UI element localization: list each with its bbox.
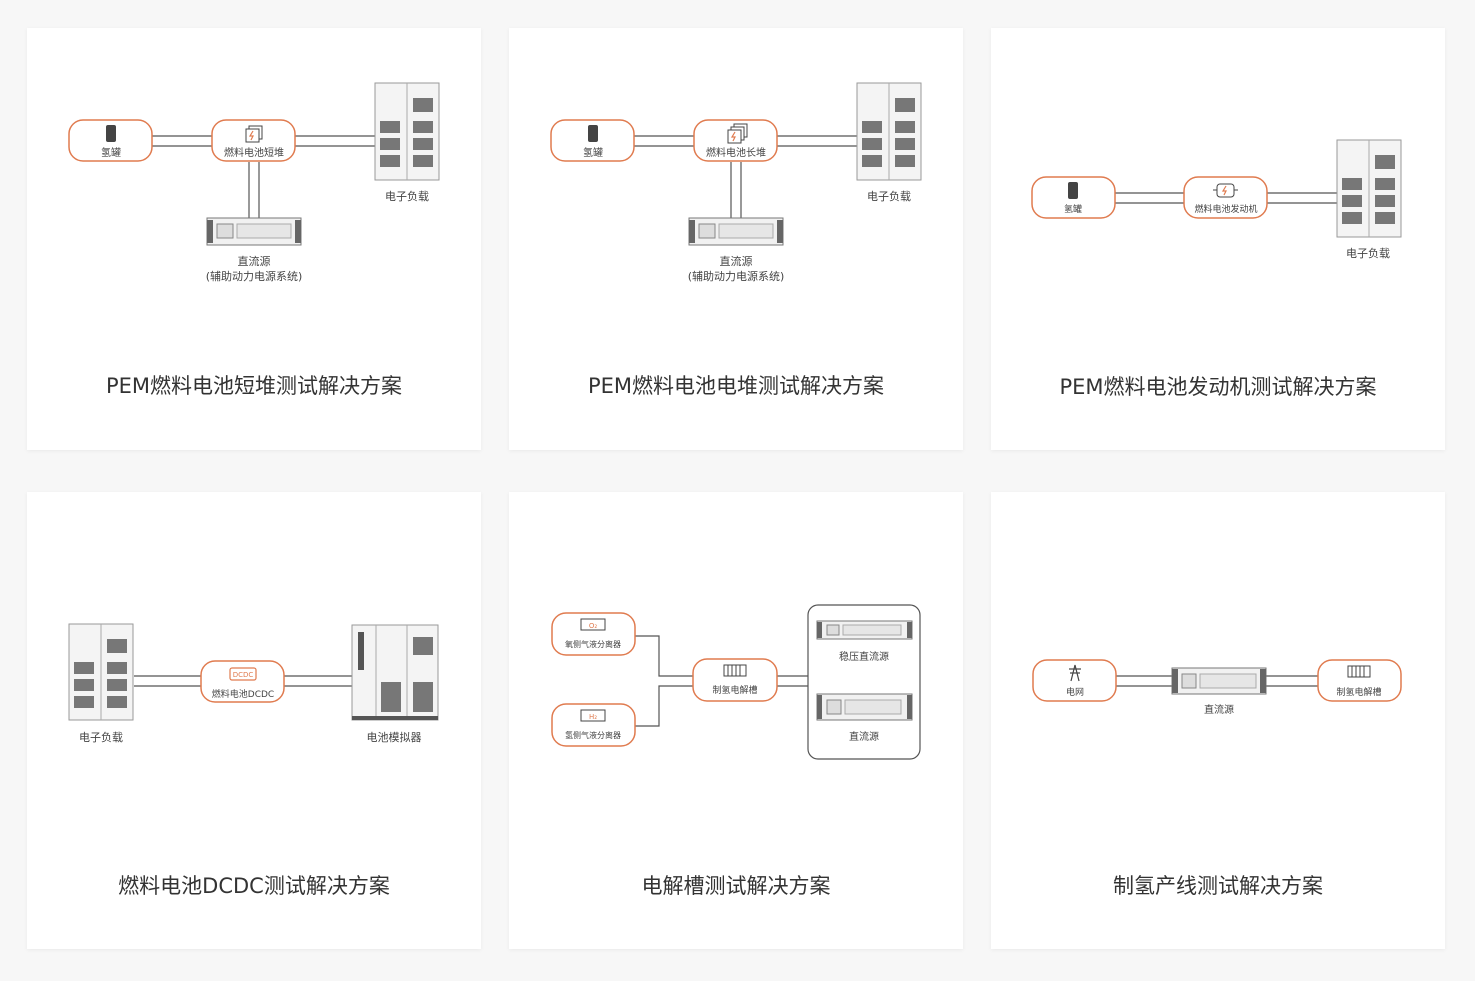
svg-text:氢罐: 氢罐: [583, 146, 603, 159]
separator-icon: [580, 709, 606, 722]
stack-icon: [727, 123, 748, 144]
electronic-load-cabinet: 电子负载: [1336, 139, 1402, 260]
dcdc-icon: [229, 667, 257, 681]
tank-icon: [106, 125, 116, 142]
tank-icon: [588, 125, 598, 142]
svg-text:氢罐: 氢罐: [1064, 203, 1082, 215]
svg-text:O₂: O₂: [589, 622, 598, 630]
electrolyzer-icon: [1347, 665, 1371, 678]
oxygen-separator-node: O₂ 氧侧气液分离器: [551, 612, 636, 656]
solution-card-fc-dcdc[interactable]: 电子负载 DCDC 燃料电池DCDC 电池模拟器 燃料电池DCDC测试解决方案: [27, 492, 481, 949]
svg-text:H₂: H₂: [589, 713, 597, 721]
svg-text:燃料电池DCDC: 燃料电池DCDC: [212, 688, 274, 700]
connection-lines: [1115, 192, 1337, 204]
hydrogen-tank-node: 氢罐: [550, 119, 635, 162]
fuel-cell-engine-node: 燃料电池发动机: [1183, 176, 1268, 219]
fuel-cell-dcdc-node: DCDC 燃料电池DCDC: [200, 660, 285, 703]
diagram-electrolyzer: O₂ 氧侧气液分离器 H₂ 氢侧气液分离器 制氢电解槽 稳压直流源: [551, 604, 921, 760]
connection-lines: [635, 635, 808, 727]
svg-text:燃料电池长堆: 燃料电池长堆: [706, 146, 766, 159]
electrolyzer-icon: [723, 664, 747, 677]
electronic-load-cabinet: 电子负载: [68, 623, 134, 744]
regulated-dc-source-rack: 稳压直流源: [816, 620, 913, 663]
electrolyzer-node: 制氢电解槽: [1317, 659, 1402, 702]
svg-text:(辅助动力电源系统): (辅助动力电源系统): [688, 269, 785, 283]
stack-icon: [245, 125, 263, 143]
connection-lines: [1115, 675, 1318, 687]
diagram-fc-dcdc: 电子负载 DCDC 燃料电池DCDC 电池模拟器: [68, 623, 439, 744]
hydrogen-tank-node: 氢罐: [68, 119, 153, 162]
svg-text:制氢电解槽: 制氢电解槽: [1336, 686, 1381, 698]
connection-lines: [152, 135, 375, 218]
solution-card-hydrogen-line[interactable]: 电网 直流源 制氢电解槽 制氢产线测试解决方案: [991, 492, 1445, 949]
card-title[interactable]: PEM燃料电池发动机测试解决方案: [1059, 375, 1377, 399]
hydrogen-separator-node: H₂ 氢侧气液分离器: [551, 703, 636, 747]
solution-card-pem-engine[interactable]: 氢罐 燃料电池发动机 电子负载 PEM燃料电池发动机测试解决方案: [991, 28, 1445, 450]
dc-source-rack: 直流源 (辅助动力电源系统): [688, 217, 785, 283]
engine-icon: [1213, 183, 1238, 198]
battery-simulator-cabinet: 电池模拟器: [351, 624, 439, 744]
svg-text:直流源: 直流源: [1204, 703, 1234, 716]
fuel-cell-stack-node: 燃料电池短堆: [211, 119, 296, 162]
card-title[interactable]: 制氢产线测试解决方案: [1113, 874, 1323, 898]
separator-icon: [580, 618, 606, 631]
electrolyzer-node: 制氢电解槽: [692, 658, 778, 702]
svg-text:燃料电池发动机: 燃料电池发动机: [1194, 203, 1257, 215]
diagram-pem-stack: 氢罐 燃料电池长堆 电子负载 直流源 (辅助动力电源系统): [550, 82, 922, 283]
power-sources-group: 稳压直流源 直流源: [807, 604, 921, 760]
dc-source-rack: 直流源: [816, 693, 913, 743]
svg-text:氧侧气液分离器: 氧侧气液分离器: [565, 639, 621, 649]
svg-text:电子负载: 电子负载: [385, 189, 429, 203]
solution-card-electrolyzer[interactable]: O₂ 氧侧气液分离器 H₂ 氢侧气液分离器 制氢电解槽 稳压直流源: [509, 492, 963, 949]
svg-text:直流源: 直流源: [849, 730, 879, 743]
card-title[interactable]: PEM燃料电池短堆测试解决方案: [105, 374, 403, 398]
svg-text:DCDC: DCDC: [233, 671, 254, 679]
svg-text:直流源: 直流源: [720, 254, 753, 268]
electronic-load-cabinet: 电子负载: [374, 82, 440, 203]
diagram-pem-engine: 氢罐 燃料电池发动机 电子负载: [1031, 139, 1402, 260]
fuel-cell-long-stack-node: 燃料电池长堆: [693, 119, 778, 162]
dc-source-rack: 直流源 (辅助动力电源系统): [206, 217, 303, 283]
card-title[interactable]: 燃料电池DCDC测试解决方案: [118, 874, 390, 898]
svg-text:燃料电池短堆: 燃料电池短堆: [224, 146, 284, 159]
power-grid-node: 电网: [1032, 659, 1117, 702]
diagram-pem-short-stack: 氢罐 燃料电池短堆 电子负载 直流源 (辅助动力电源系: [68, 82, 440, 283]
svg-text:电子负载: 电子负载: [79, 730, 123, 744]
connection-lines: [134, 675, 352, 687]
svg-text:电池模拟器: 电池模拟器: [367, 730, 422, 744]
card-title[interactable]: 电解槽测试解决方案: [641, 874, 831, 898]
hydrogen-tank-node: 氢罐: [1031, 176, 1116, 219]
dc-source-rack: 直流源: [1171, 667, 1267, 716]
svg-text:电子负载: 电子负载: [1346, 246, 1390, 260]
svg-text:氢侧气液分离器: 氢侧气液分离器: [565, 730, 621, 740]
solution-card-pem-stack[interactable]: 氢罐 燃料电池长堆 电子负载 直流源 (辅助动力电源系统): [509, 28, 963, 450]
svg-text:直流源: 直流源: [238, 254, 271, 268]
svg-text:电子负载: 电子负载: [867, 189, 911, 203]
tank-icon: [1068, 182, 1078, 199]
solution-card-pem-short-stack[interactable]: 氢罐 燃料电池短堆 电子负载 直流源 (辅助动力电源系: [27, 28, 481, 450]
svg-text:电网: 电网: [1066, 686, 1084, 698]
svg-text:(辅助动力电源系统): (辅助动力电源系统): [206, 269, 303, 283]
card-title[interactable]: PEM燃料电池电堆测试解决方案: [587, 374, 885, 398]
electronic-load-cabinet: 电子负载: [856, 82, 922, 203]
connection-lines: [634, 135, 857, 218]
svg-text:氢罐: 氢罐: [101, 146, 121, 159]
svg-text:稳压直流源: 稳压直流源: [839, 650, 889, 663]
svg-text:制氢电解槽: 制氢电解槽: [712, 684, 757, 696]
power-tower-icon: [1069, 664, 1081, 682]
diagram-hydrogen-line: 电网 直流源 制氢电解槽: [1032, 659, 1402, 716]
